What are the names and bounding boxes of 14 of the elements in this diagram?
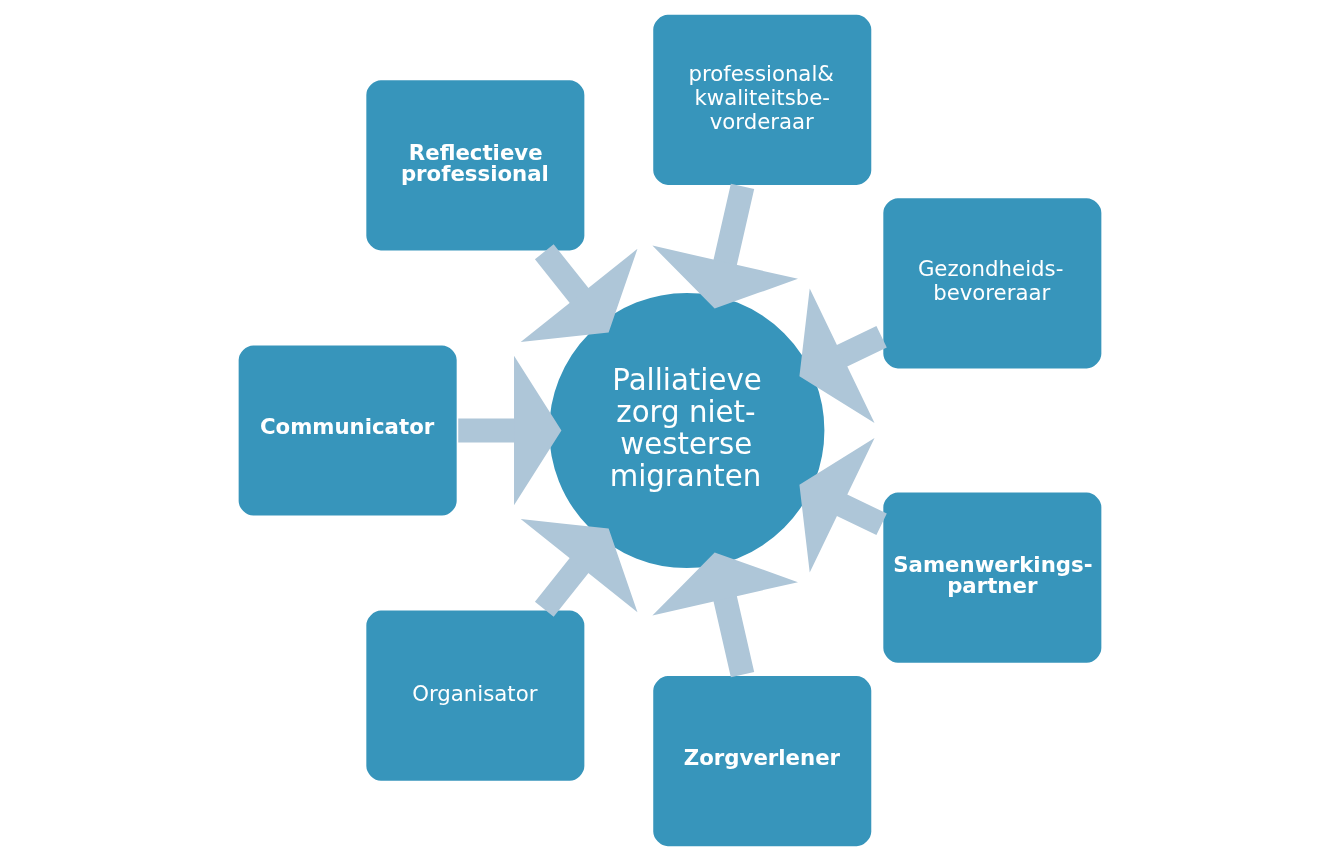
- node-box: Communicator: [235, 342, 459, 519]
- node-box: Organisator: [363, 607, 587, 784]
- arrow: [798, 288, 887, 423]
- node-box: Samenwerkings- partner: [880, 489, 1104, 666]
- arrow: [520, 244, 637, 342]
- arrow: [798, 438, 887, 573]
- node-box: Gezondheids- bevoreraar: [880, 195, 1104, 372]
- node-box: professional& kwaliteitsbe- vorderaar: [650, 12, 874, 188]
- arrow: [520, 519, 637, 617]
- arrow: [457, 355, 561, 506]
- arrow: [651, 183, 798, 309]
- node-box: Reflectieve professional: [363, 77, 587, 254]
- arrow: [651, 552, 798, 678]
- node-box: Zorgverlener: [650, 673, 874, 849]
